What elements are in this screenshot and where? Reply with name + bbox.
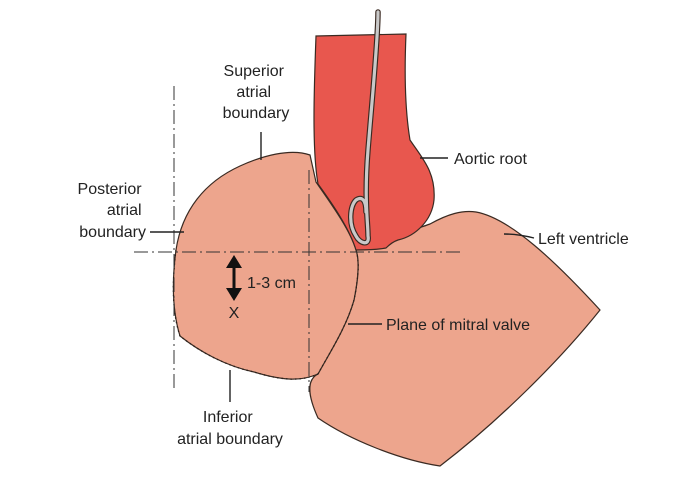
mitral-valve-plane-dotted [317,249,359,375]
aortic-root-shape [313,33,435,251]
mitral-plane-label: Plane of mitral valve [386,317,530,334]
superior-label-line-3: boundary [223,105,290,122]
posterior-label-line-3: boundary [79,224,146,241]
inferior-boundary-dotted [172,249,319,380]
aortic-root-label: Aortic root [454,151,527,168]
superior-label-line-1: Superior [224,63,285,80]
measurement-arrow [226,255,242,301]
left-ventricle-leader [503,233,535,239]
posterior-atrial-boundary-label: Posterior atrial boundary [78,181,146,241]
catheter [348,9,381,246]
superior-atrial-boundary-label: Superior atrial boundary [223,63,290,122]
inferior-label-line-1: Inferior [203,409,253,426]
posterior-label-line-2: atrial [107,202,142,219]
superior-label-line-2: atrial [236,84,271,101]
inferior-label-line-2: atrial boundary [177,431,283,448]
posterior-label-line-1: Posterior [78,181,143,198]
marker-x-label: X [229,305,240,322]
inferior-atrial-boundary-label: Inferior atrial boundary [177,409,283,448]
left-ventricle-label: Left ventricle [538,231,629,248]
measurement-label: 1-3 cm [247,275,296,292]
